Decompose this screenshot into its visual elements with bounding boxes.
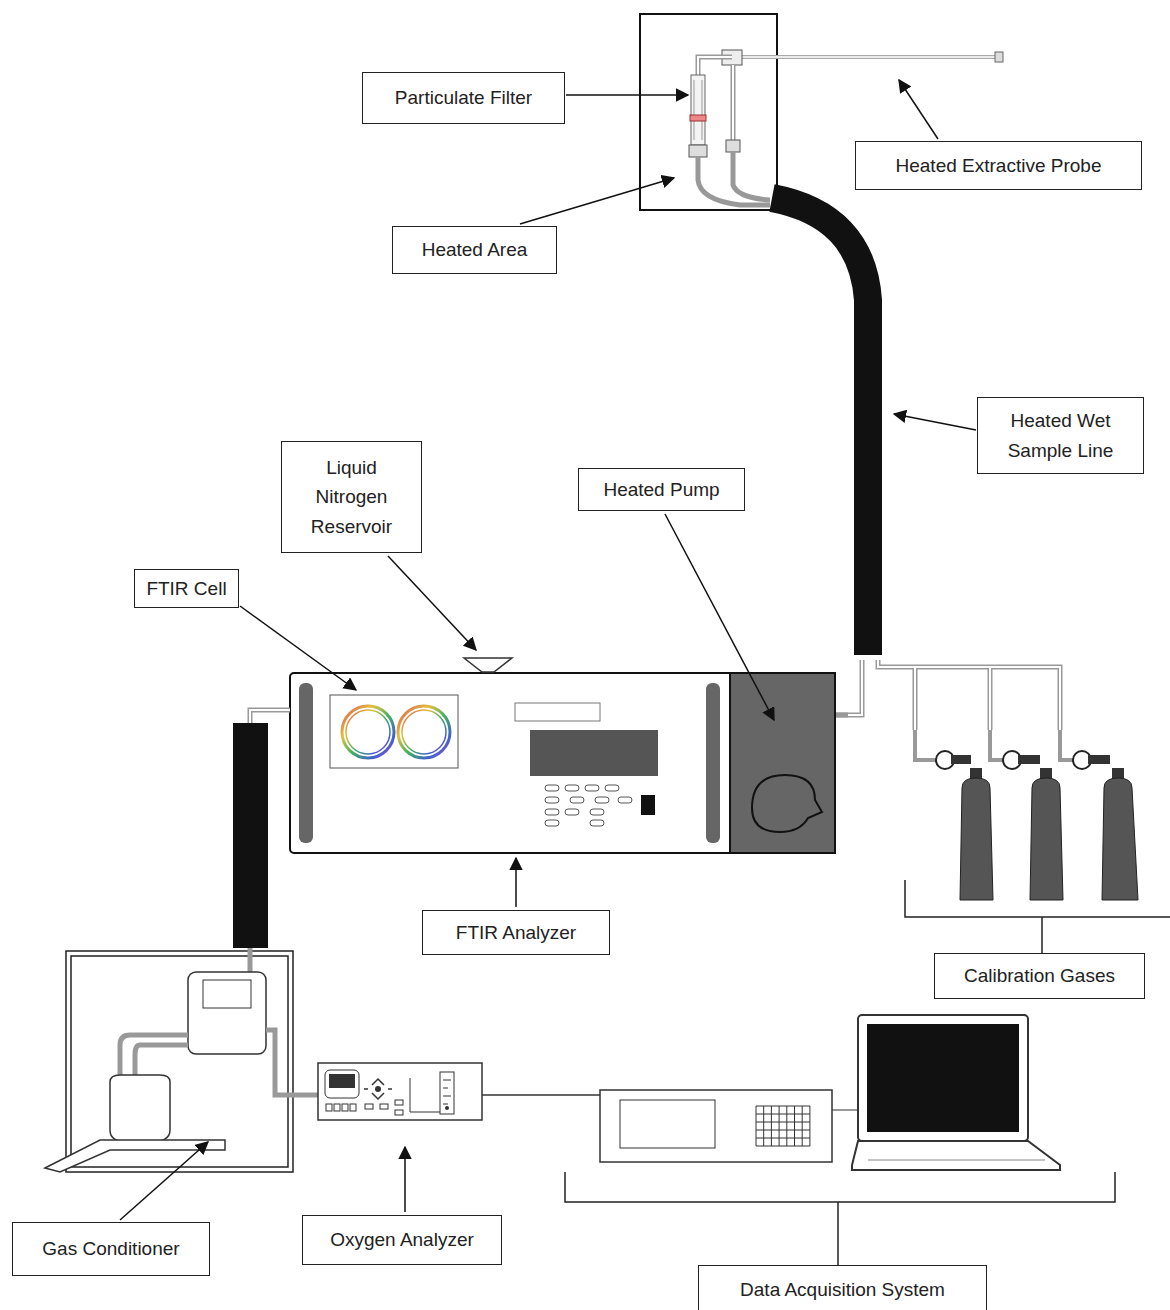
label-box: Heated Wet Sample Line	[977, 397, 1144, 474]
label-text: Oxygen Analyzer	[330, 1225, 474, 1254]
bracket	[905, 880, 1170, 953]
label-text: Data Acquisition System	[740, 1275, 945, 1304]
label-box: Heated Area	[392, 226, 557, 274]
label-text: Heated Extractive Probe	[896, 151, 1102, 180]
label-text: Gas Conditioner	[42, 1234, 179, 1263]
label-box: Heated Pump	[578, 468, 745, 511]
label-text: Heated Wet Sample Line	[986, 406, 1135, 465]
laptop	[852, 1015, 1060, 1170]
label-box: Oxygen Analyzer	[302, 1215, 502, 1265]
label-text: Particulate Filter	[395, 83, 532, 112]
label-box: Calibration Gases	[934, 953, 1145, 999]
label-box: Particulate Filter	[362, 72, 565, 124]
conditioned-sample-line	[233, 723, 268, 948]
tubing	[836, 660, 1060, 730]
label-text: Liquid Nitrogen Reservoir	[290, 453, 413, 541]
gas-cylinders	[915, 730, 1138, 900]
label-text: FTIR Analyzer	[456, 918, 576, 947]
gas-conditioner-unit	[45, 948, 318, 1172]
leader-lines	[120, 80, 976, 1220]
label-text: Heated Area	[422, 235, 528, 264]
label-box: Data Acquisition System	[698, 1265, 987, 1310]
heated-sample-line	[772, 198, 868, 655]
label-box: Liquid Nitrogen Reservoir	[281, 441, 422, 553]
label-text: Heated Pump	[603, 475, 719, 504]
label-text: FTIR Cell	[146, 574, 226, 603]
label-box: Gas Conditioner	[12, 1222, 210, 1276]
bracket	[565, 1172, 1115, 1265]
label-box: FTIR Cell	[134, 569, 239, 608]
label-box: Heated Extractive Probe	[855, 141, 1142, 190]
data-logger	[600, 1090, 858, 1162]
ftir-analyzer-body	[290, 658, 848, 853]
label-text: Calibration Gases	[964, 961, 1115, 990]
oxygen-analyzer-unit	[318, 1063, 482, 1120]
label-box: FTIR Analyzer	[422, 910, 610, 955]
